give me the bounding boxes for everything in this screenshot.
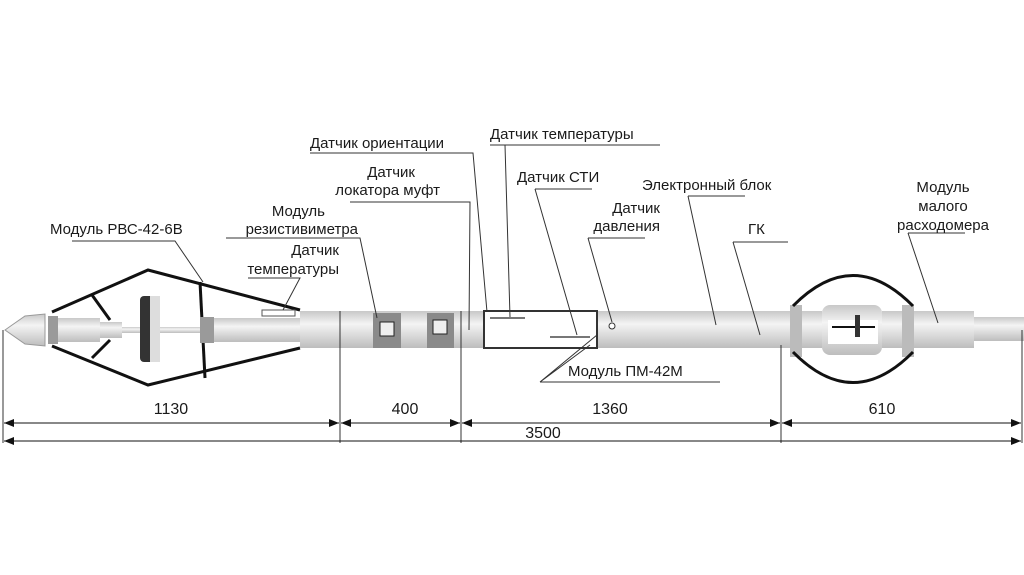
label-flowmeter-2: малого <box>918 198 967 215</box>
label-gk: ГК <box>748 221 765 238</box>
label-temperature-left-2: температуры <box>247 261 339 278</box>
label-pressure-1: Датчик <box>612 200 660 217</box>
label-pressure-2: давления <box>593 218 660 235</box>
label-rvs-module: Модуль РВС-42-6В <box>50 221 183 238</box>
label-temperature-sensor-top: Датчик температуры <box>490 126 634 143</box>
label-temperature-left-1: Датчик <box>291 242 339 259</box>
label-resistivity-1: Модуль <box>272 203 325 220</box>
label-resistivity-2: резистивиметра <box>246 221 359 238</box>
flowmeter-cage <box>791 274 915 384</box>
label-pm-module: Модуль ПМ-42М <box>568 363 683 380</box>
dim-1360: 1360 <box>592 401 628 418</box>
label-collar-locator-1: Датчик <box>367 164 415 181</box>
label-electronic-block: Электронный блок <box>642 177 772 194</box>
label-orientation-sensor: Датчик ориентации <box>310 135 444 152</box>
label-flowmeter-3: расходомера <box>897 217 990 234</box>
dim-400: 400 <box>392 401 419 418</box>
label-flowmeter-1: Модуль <box>916 179 969 196</box>
tool-body <box>4 296 1024 362</box>
dim-610: 610 <box>869 401 896 418</box>
label-collar-locator-2: локатора муфт <box>335 182 440 199</box>
label-sti-sensor: Датчик СТИ <box>517 169 599 186</box>
dim-1130: 1130 <box>154 401 189 418</box>
dim-total: 3500 <box>525 425 561 442</box>
